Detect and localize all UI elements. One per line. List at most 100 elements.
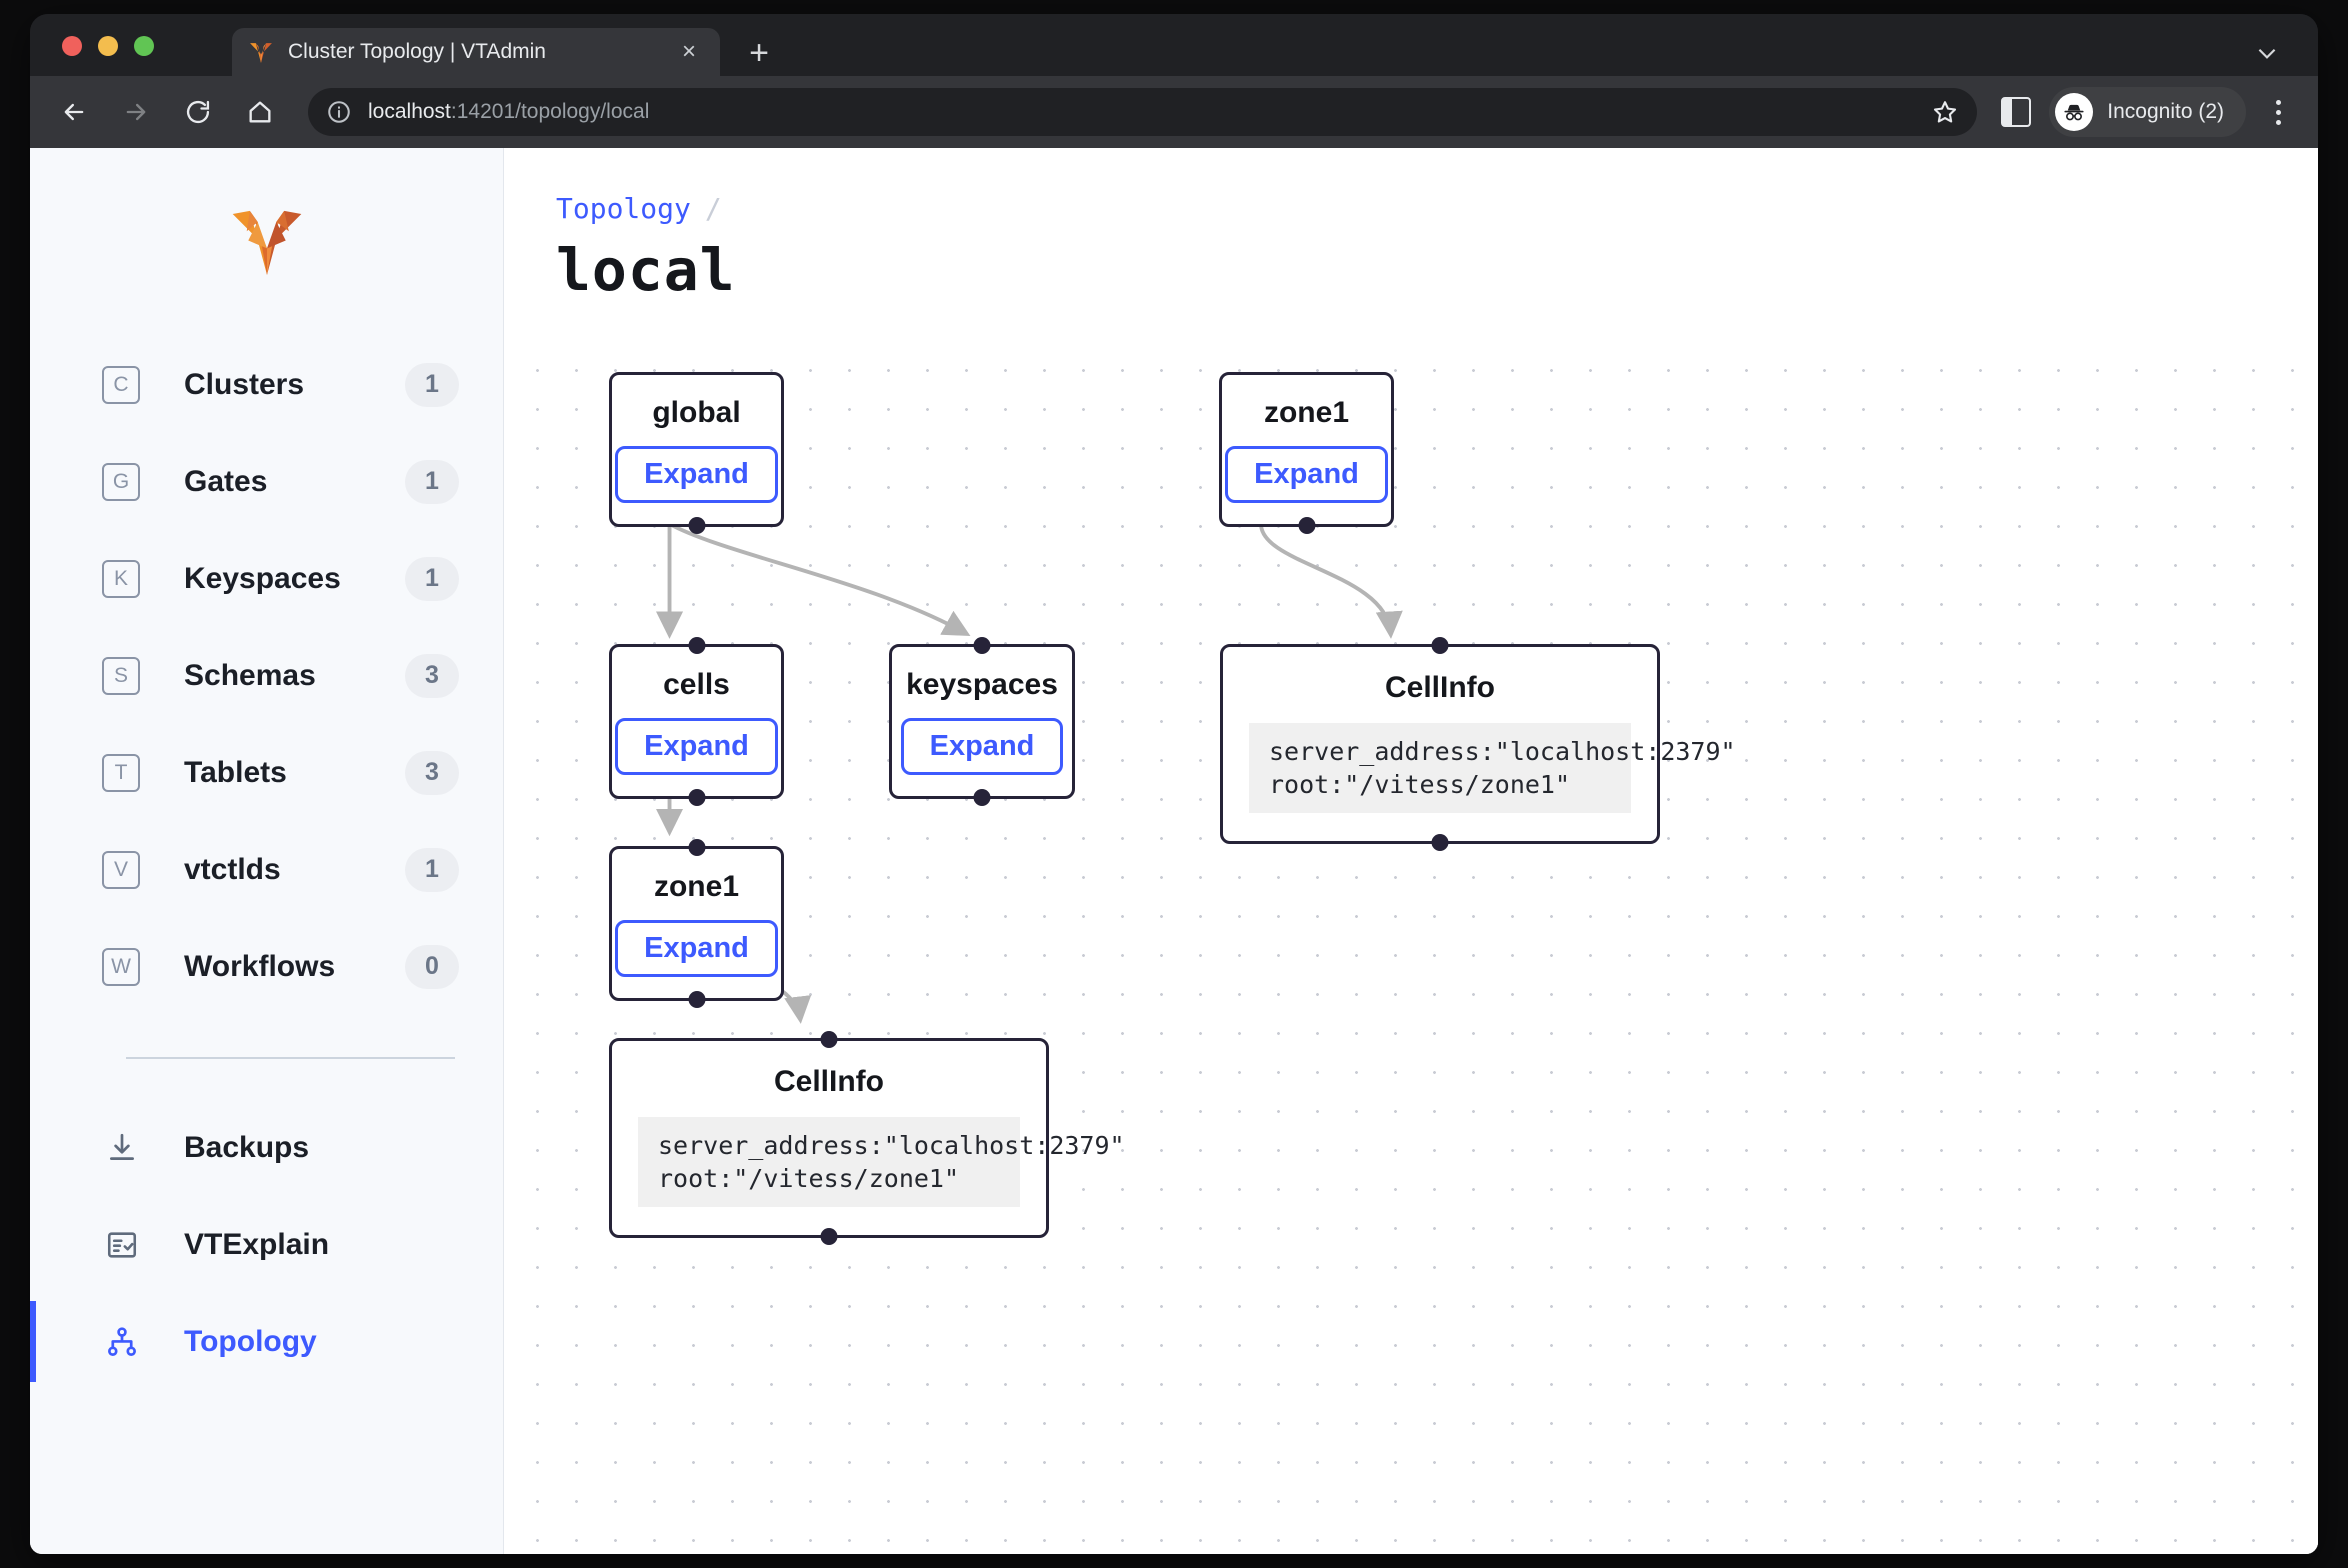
breadcrumb-topology-link[interactable]: Topology — [556, 192, 691, 225]
sidebar-logo[interactable] — [30, 148, 503, 336]
schemas-letter-icon: S — [102, 656, 140, 695]
back-button[interactable] — [52, 90, 96, 134]
node-handle-top — [688, 839, 705, 856]
expand-button-global[interactable]: Expand — [615, 446, 778, 503]
sidebar-item-label: Gates — [184, 464, 268, 498]
node-title: zone1 — [1263, 396, 1350, 429]
clusters-letter-icon: C — [102, 365, 140, 404]
profile-label: Incognito (2) — [2107, 100, 2224, 123]
node-handle-bottom — [688, 517, 705, 534]
sidebar-item-gates[interactable]: G Gates 1 — [30, 433, 503, 530]
topology-icon — [102, 1322, 142, 1362]
node-handle-top — [820, 1031, 838, 1048]
topology-node-global[interactable]: global Expand — [609, 372, 784, 534]
close-window-button[interactable] — [62, 36, 82, 56]
sidebar-item-label: Schemas — [184, 658, 316, 692]
address-bar[interactable]: localhost:14201/topology/local — [308, 88, 1978, 136]
profile-button[interactable]: Incognito (2) — [2049, 87, 2246, 137]
sidebar-item-count: 0 — [405, 944, 459, 989]
expand-button-zone1-right[interactable]: Expand — [1225, 446, 1388, 503]
sidebar-item-workflows[interactable]: W Workflows 0 — [30, 918, 503, 1015]
expand-button-zone1-left[interactable]: Expand — [615, 920, 778, 977]
sidebar-item-label: VTExplain — [184, 1227, 330, 1261]
side-panel-icon[interactable] — [2001, 97, 2032, 127]
sidebar-item-label: Topology — [184, 1324, 317, 1358]
url-path: :14201/topology/local — [450, 100, 650, 123]
sidebar-item-label: vtctlds — [184, 852, 281, 886]
sidebar-item-count: 1 — [405, 362, 459, 407]
vitess-logo-icon — [248, 39, 274, 65]
sidebar: C Clusters 1 G Gates 1 K Keyspaces 1 S S… — [30, 148, 504, 1554]
sidebar-item-count: 1 — [405, 459, 459, 504]
cellinfo-code-block: server_address:"localhost:2379" root:"/v… — [638, 1117, 1125, 1207]
home-button[interactable] — [238, 90, 282, 134]
browser-toolbar: localhost:14201/topology/local — [30, 76, 2318, 148]
node-handle-bottom — [973, 789, 991, 806]
browser-tab[interactable]: Cluster Topology | VTAdmin × — [232, 28, 720, 76]
tab-strip: Cluster Topology | VTAdmin × + — [30, 14, 2318, 76]
vtctlds-letter-icon: V — [102, 850, 140, 889]
list-check-icon — [102, 1225, 142, 1265]
sidebar-item-count: 3 — [405, 750, 459, 795]
url-host: localhost — [368, 100, 451, 123]
minimize-window-button[interactable] — [98, 36, 118, 56]
sidebar-item-topology[interactable]: Topology — [30, 1293, 503, 1390]
node-handle-top — [1431, 637, 1449, 654]
bookmark-star-icon[interactable] — [1931, 98, 1959, 126]
node-handle-bottom — [1431, 834, 1449, 851]
node-title: cells — [663, 668, 730, 701]
sidebar-item-backups[interactable]: Backups — [30, 1099, 503, 1196]
node-title: keyspaces — [906, 668, 1058, 701]
sidebar-item-schemas[interactable]: S Schemas 3 — [30, 627, 503, 724]
node-handle-top — [688, 637, 705, 654]
topology-node-keyspaces[interactable]: keyspaces Expand — [889, 637, 1075, 806]
close-icon[interactable]: × — [681, 38, 696, 65]
new-tab-button[interactable]: + — [749, 34, 769, 72]
expand-button-cells[interactable]: Expand — [615, 718, 778, 775]
main-content: Topology/ local — [504, 148, 2318, 1554]
topology-node-zone1-right[interactable]: zone1 Expand — [1219, 372, 1394, 534]
node-title: zone1 — [653, 870, 740, 903]
forward-button[interactable] — [114, 90, 158, 134]
breadcrumb: Topology/ — [556, 192, 722, 225]
topology-node-cells[interactable]: cells Expand — [609, 637, 784, 806]
gates-letter-icon: G — [102, 462, 140, 501]
kebab-dot — [2275, 109, 2281, 115]
browser-menu-button[interactable] — [2260, 99, 2296, 125]
node-handle-bottom — [688, 991, 705, 1008]
sidebar-item-label: Backups — [184, 1130, 310, 1164]
download-icon — [102, 1128, 142, 1168]
sidebar-item-label: Clusters — [184, 367, 305, 401]
sidebar-primary-nav: C Clusters 1 G Gates 1 K Keyspaces 1 S S… — [30, 336, 503, 1015]
toolbar-right-group: Incognito (2) — [1995, 87, 2296, 137]
sidebar-item-keyspaces[interactable]: K Keyspaces 1 — [30, 530, 503, 627]
sidebar-item-vtexplain[interactable]: VTExplain — [30, 1196, 503, 1293]
node-title: CellInfo — [774, 1065, 884, 1098]
maximize-window-button[interactable] — [134, 36, 154, 56]
info-icon[interactable] — [326, 99, 352, 125]
expand-button-keyspaces[interactable]: Expand — [900, 718, 1064, 775]
incognito-icon — [2055, 93, 2094, 131]
sidebar-item-label: Tablets — [184, 755, 287, 789]
kebab-dot — [2275, 119, 2281, 125]
node-handle-bottom — [820, 1228, 838, 1245]
topology-node-cellinfo-left[interactable]: CellInfo server_address:"localhost:2379"… — [609, 1031, 1125, 1245]
sidebar-item-clusters[interactable]: C Clusters 1 — [30, 336, 503, 433]
reload-button[interactable] — [176, 90, 220, 134]
sidebar-item-label: Keyspaces — [184, 561, 341, 595]
url-text: localhost:14201/topology/local — [368, 100, 649, 124]
node-title: global — [652, 396, 741, 429]
sidebar-item-tablets[interactable]: T Tablets 3 — [30, 724, 503, 821]
sidebar-item-vtctlds[interactable]: V vtctlds 1 — [30, 821, 503, 918]
tablets-letter-icon: T — [102, 753, 140, 792]
cellinfo-code-block: server_address:"localhost:2379" root:"/v… — [1249, 723, 1736, 813]
chevron-down-icon[interactable] — [2254, 40, 2280, 66]
topology-graph-canvas[interactable]: global Expand cells Expand keyspaces Exp… — [504, 348, 2318, 1554]
window-traffic-lights — [62, 36, 154, 56]
topology-node-cellinfo-right[interactable]: CellInfo server_address:"localhost:2379"… — [1220, 637, 1736, 851]
browser-window: Cluster Topology | VTAdmin × + — [30, 14, 2318, 1554]
kebab-dot — [2275, 99, 2281, 105]
topology-node-zone1-left[interactable]: zone1 Expand — [609, 839, 784, 1008]
sidebar-item-count: 1 — [405, 847, 459, 892]
sidebar-divider — [126, 1057, 455, 1059]
